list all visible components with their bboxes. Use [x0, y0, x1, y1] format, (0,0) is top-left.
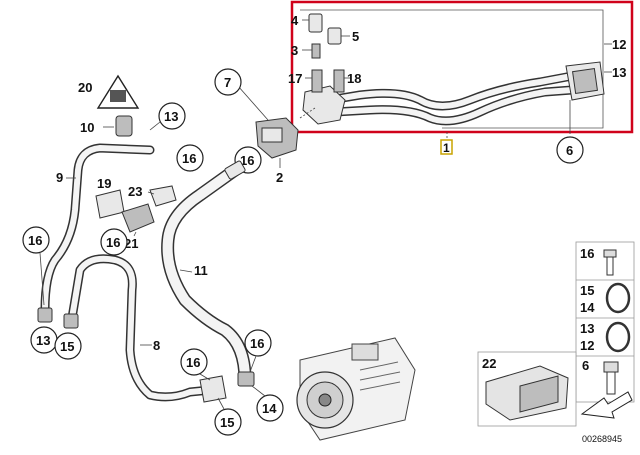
bracket-clip [261, 127, 283, 143]
line-start-block [302, 85, 346, 125]
callout-1: 1 [443, 141, 450, 155]
callout-20: 20 [78, 80, 92, 95]
callout-13-circle-left [158, 102, 186, 130]
ac-compressor [296, 337, 416, 441]
part-22-box: 22 [477, 351, 633, 427]
legend-ring-14: 14 [580, 300, 595, 315]
callout-15-bottom: 15 [220, 415, 234, 430]
callout-23: 23 [128, 184, 142, 199]
drawing-number: 00268945 [582, 434, 622, 444]
hose-11-fitting [237, 371, 255, 387]
line-8 [63, 254, 227, 403]
bolt-icon [603, 249, 617, 258]
service-port-right [333, 69, 345, 93]
callout-5: 5 [352, 29, 359, 44]
line-8-end [63, 313, 79, 329]
sensor-10 [115, 115, 133, 137]
arrow-icon [580, 391, 633, 419]
callout-11: 11 [194, 263, 208, 278]
holder-23 [149, 185, 177, 207]
legend-bolt-16: 16 [580, 246, 594, 261]
hose-11-end [224, 160, 246, 180]
callout-14-circle [256, 394, 284, 422]
callout-9: 9 [56, 170, 63, 185]
valve-core-3 [311, 43, 321, 59]
callout-12-top: 12 [612, 37, 626, 52]
legend-frame [575, 241, 635, 403]
highlight-frame [290, 0, 634, 134]
legend-part-22: 22 [482, 356, 496, 371]
cap-5 [327, 27, 342, 45]
service-port-left [311, 69, 323, 93]
o-ring-icon-b [605, 321, 631, 353]
sensor-21 [121, 203, 155, 233]
line-9 [37, 143, 155, 323]
callout-16-circle-top [176, 144, 204, 172]
callout-16-top: 16 [182, 151, 196, 166]
legend-ring-12: 12 [580, 338, 594, 353]
hose-11 [161, 160, 255, 387]
flange-block [572, 68, 598, 94]
callout-16-bracket: 16 [240, 153, 254, 168]
callout-1-box [440, 139, 453, 155]
callout-13-top: 13 [612, 65, 626, 80]
callout-16-mid: 16 [106, 235, 120, 250]
callout-7: 7 [224, 75, 231, 90]
callout-6-circle [556, 136, 584, 164]
callout-6: 6 [566, 143, 573, 158]
callout-10: 10 [80, 120, 94, 135]
cap-4 [308, 13, 323, 33]
parts-legend: 16 15 14 13 12 6 [575, 241, 635, 403]
line-9-end [37, 307, 53, 323]
callout-4: 4 [291, 13, 299, 28]
bracket-19 [95, 189, 125, 219]
callout-15-circle-bottom [214, 408, 242, 436]
o-ring-icon-a [605, 282, 631, 314]
callout-16-hose: 16 [250, 336, 264, 351]
line-8-fitting [199, 375, 227, 403]
refrigerant-line-assembly [302, 13, 605, 126]
callout-16-circle-bottom [180, 348, 208, 376]
legend-bolt-6: 6 [582, 358, 589, 373]
callout-16-circle-mid [100, 228, 128, 256]
callout-8: 8 [153, 338, 160, 353]
screw-icon [603, 361, 619, 373]
callout-7-circle [214, 68, 242, 96]
callout-3: 3 [291, 43, 298, 58]
warning-label-20 [96, 74, 140, 109]
legend-ring-15: 15 [580, 283, 594, 298]
callout-17: 17 [288, 71, 302, 86]
callout-14: 14 [262, 401, 277, 416]
callout-2: 2 [276, 170, 283, 185]
callout-18: 18 [347, 71, 361, 86]
callout-16-left: 16 [28, 233, 42, 248]
callout-19: 19 [97, 176, 111, 191]
callout-16-bottom: 16 [186, 355, 200, 370]
callout-16-circle-hose [244, 329, 272, 357]
callout-15-circle-left [54, 332, 82, 360]
callout-21: 21 [124, 236, 138, 251]
callout-13-left: 13 [164, 109, 178, 124]
callout-15-left: 15 [60, 339, 74, 354]
callout-13-bottom: 13 [36, 333, 50, 348]
callout-16-circle-left [22, 226, 50, 254]
assembly-box [300, 9, 604, 129]
legend-ring-13: 13 [580, 321, 594, 336]
